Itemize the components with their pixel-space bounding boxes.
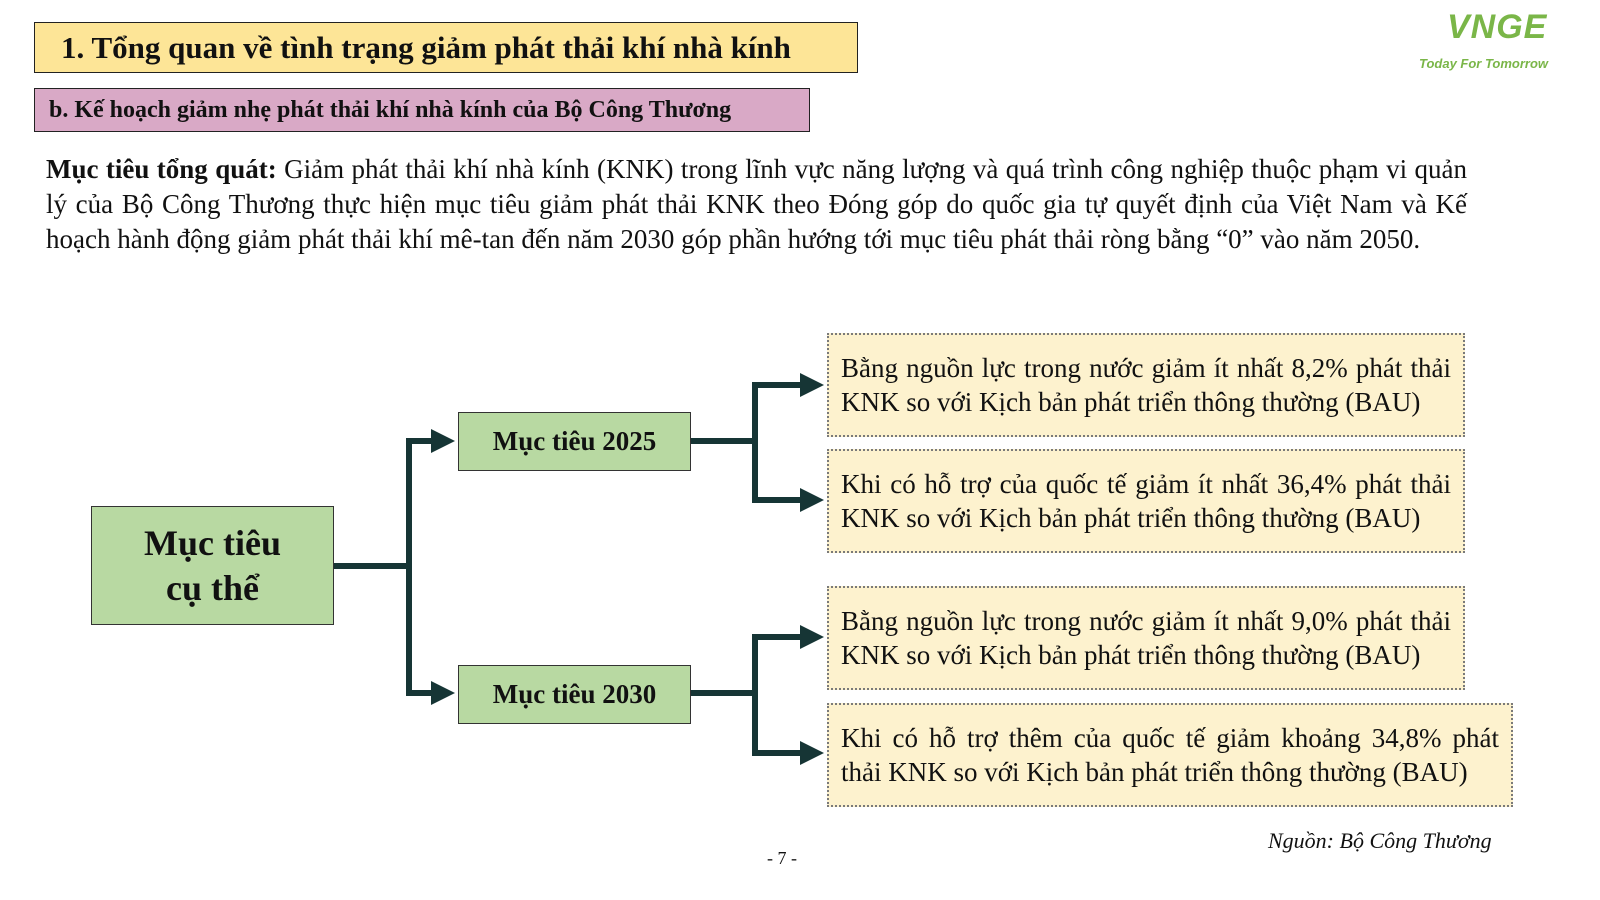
logo-tagline: Today For Tomorrow xyxy=(1419,56,1549,71)
goal-2025-box: Mục tiêu 2025 xyxy=(458,412,691,471)
section-title-text: 1. Tổng quan về tình trạng giảm phát thả… xyxy=(61,29,791,65)
goal-2030-international-text: Khi có hỗ trợ thêm của quốc tế giảm khoả… xyxy=(841,723,1499,787)
goal-2030-domestic-target: Bằng nguồn lực trong nước giảm ít nhất 9… xyxy=(827,586,1465,690)
source-note: Nguồn: Bộ Công Thương xyxy=(1268,828,1492,853)
specific-objective-line2: cụ thể xyxy=(166,567,259,608)
logo-mark: VNGE xyxy=(1447,8,1548,46)
specific-objective-label: Mục tiêu cụ thể xyxy=(144,521,281,611)
specific-objective-line1: Mục tiêu xyxy=(144,522,281,563)
section-title: 1. Tổng quan về tình trạng giảm phát thả… xyxy=(34,22,858,73)
page-number: - 7 - xyxy=(767,848,797,868)
goal-2025-international-target: Khi có hỗ trợ của quốc tế giảm ít nhất 3… xyxy=(827,449,1465,553)
goal-2025-international-text: Khi có hỗ trợ của quốc tế giảm ít nhất 3… xyxy=(841,469,1451,533)
vnge-logo: VNGE Today For Tomorrow xyxy=(1415,6,1555,76)
goal-2030-box: Mục tiêu 2030 xyxy=(458,665,691,724)
goal-2025-domestic-text: Bằng nguồn lực trong nước giảm ít nhất 8… xyxy=(841,353,1451,417)
goal-2025-label: Mục tiêu 2025 xyxy=(492,426,657,456)
goal-2030-domestic-text: Bằng nguồn lực trong nước giảm ít nhất 9… xyxy=(841,606,1451,670)
subsection-title-text: b. Kế hoạch giảm nhẹ phát thải khí nhà k… xyxy=(49,96,732,123)
specific-objective-box: Mục tiêu cụ thể xyxy=(91,506,334,625)
goal-2030-international-target: Khi có hỗ trợ thêm của quốc tế giảm khoả… xyxy=(827,703,1513,807)
general-objective-lead: Mục tiêu tổng quát: xyxy=(46,154,277,184)
goal-2030-label: Mục tiêu 2030 xyxy=(492,679,657,709)
goal-2025-domestic-target: Bằng nguồn lực trong nước giảm ít nhất 8… xyxy=(827,333,1465,437)
general-objective-text: Giảm phát thải khí nhà kính (KNK) trong … xyxy=(46,154,1468,254)
general-objective-paragraph: Mục tiêu tổng quát: Giảm phát thải khí n… xyxy=(46,152,1467,257)
subsection-title: b. Kế hoạch giảm nhẹ phát thải khí nhà k… xyxy=(34,88,810,132)
